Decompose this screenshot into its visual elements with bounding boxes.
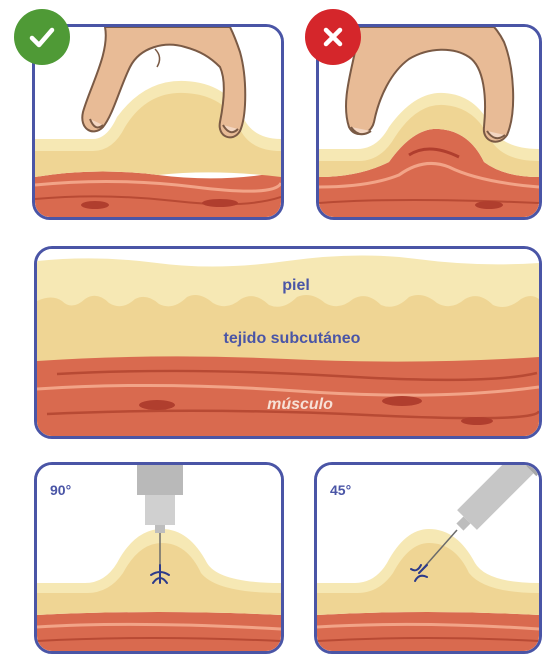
subcutaneous-layer-label: tejido subcutáneo: [224, 330, 361, 348]
correct-check-icon: [14, 9, 70, 65]
skin-layer-label: piel: [282, 277, 310, 295]
injection-90-panel: [34, 462, 284, 654]
muscle-layer-label: músculo: [267, 396, 333, 414]
wrong-cross-icon: [305, 9, 361, 65]
angle-45-label: 45°: [330, 482, 351, 498]
angle-90-label: 90°: [50, 482, 71, 498]
correct-pinch-panel: [32, 24, 284, 220]
